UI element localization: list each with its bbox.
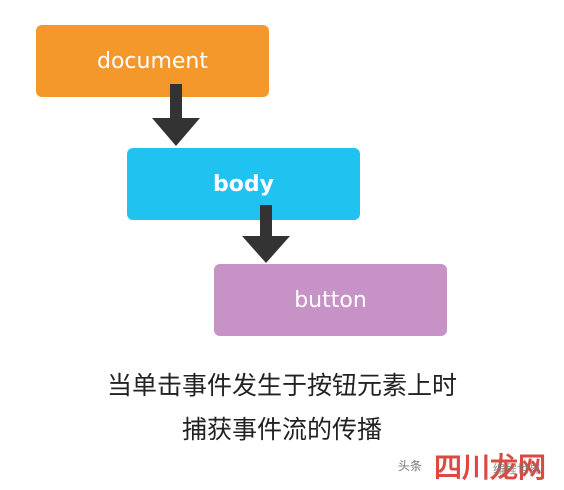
button-node-label: button (294, 287, 367, 313)
watermark-brand: 四川龙网 (434, 451, 547, 484)
document-node-label: document (97, 48, 208, 74)
watermark-source: 头条 (398, 459, 423, 473)
document-node: document (36, 25, 269, 97)
caption-line-2: 捕获事件流的传播 (181, 415, 382, 444)
watermark: 头条 四川龙网 编程世界 (398, 446, 560, 484)
body-node: body (127, 148, 360, 220)
body-node-label: body (213, 171, 274, 197)
caption-line-1: 当单击事件发生于按钮元素上时 (106, 371, 457, 400)
arrow-document-to-body (152, 84, 200, 146)
watermark-author: 编程世界 (493, 462, 542, 476)
button-node: button (214, 264, 447, 336)
arrow-body-to-button (242, 205, 290, 263)
